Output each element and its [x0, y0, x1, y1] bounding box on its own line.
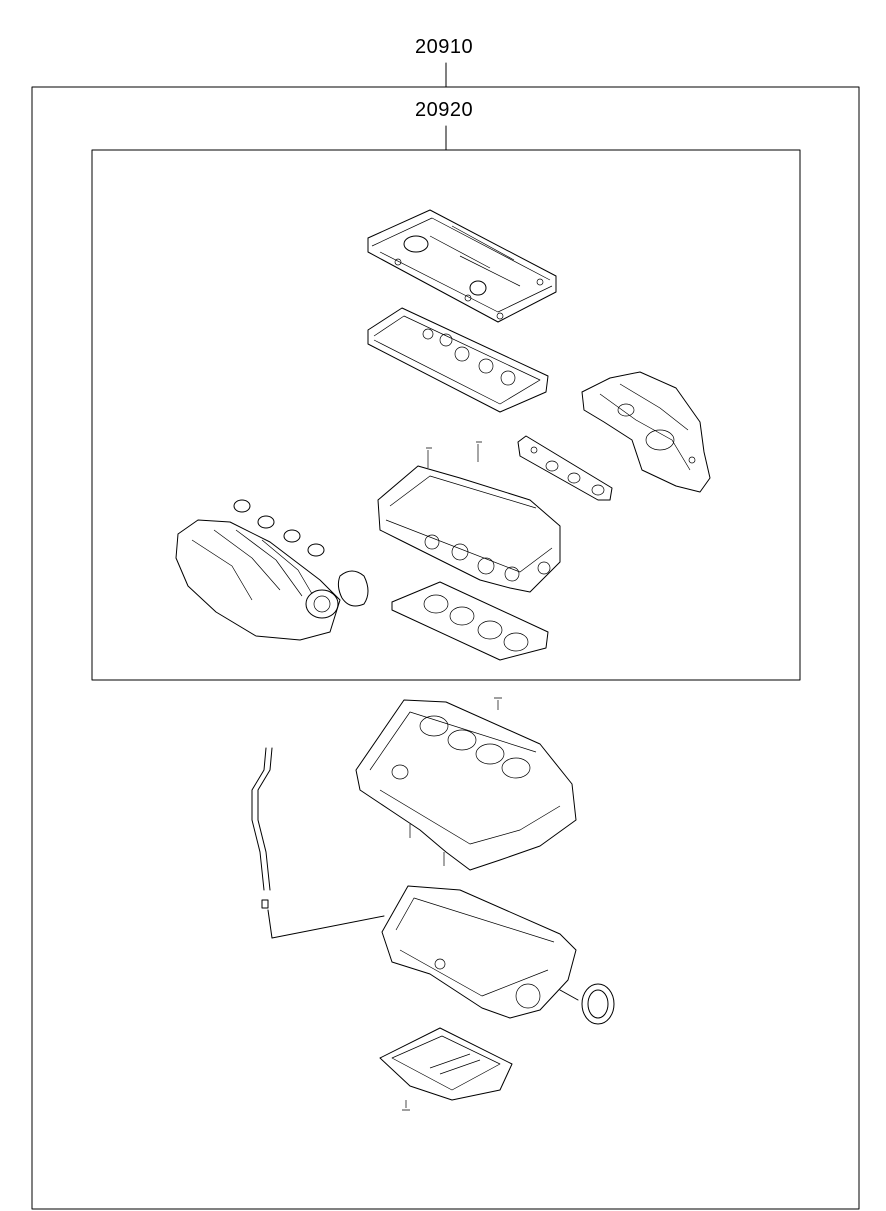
cylinder-head [377, 441, 561, 593]
oil-pan [379, 1027, 513, 1111]
inner-assembly-part-number: 20920 [415, 99, 474, 121]
rear-oil-seal [559, 983, 615, 1025]
exhaust-manifold [581, 371, 711, 493]
cylinder-head-cover [367, 209, 557, 323]
cylinder-head-gasket [391, 581, 549, 661]
cylinder-block [355, 697, 577, 871]
oil-level-gauge-tube [251, 747, 385, 939]
lower-crankcase [381, 885, 577, 1019]
exhaust-manifold-gasket [517, 435, 613, 501]
intake-manifold-gaskets [233, 499, 369, 607]
outer-assembly-part-number: 20910 [415, 36, 474, 58]
head-cover-gasket [367, 307, 549, 413]
intake-manifold [175, 519, 341, 641]
